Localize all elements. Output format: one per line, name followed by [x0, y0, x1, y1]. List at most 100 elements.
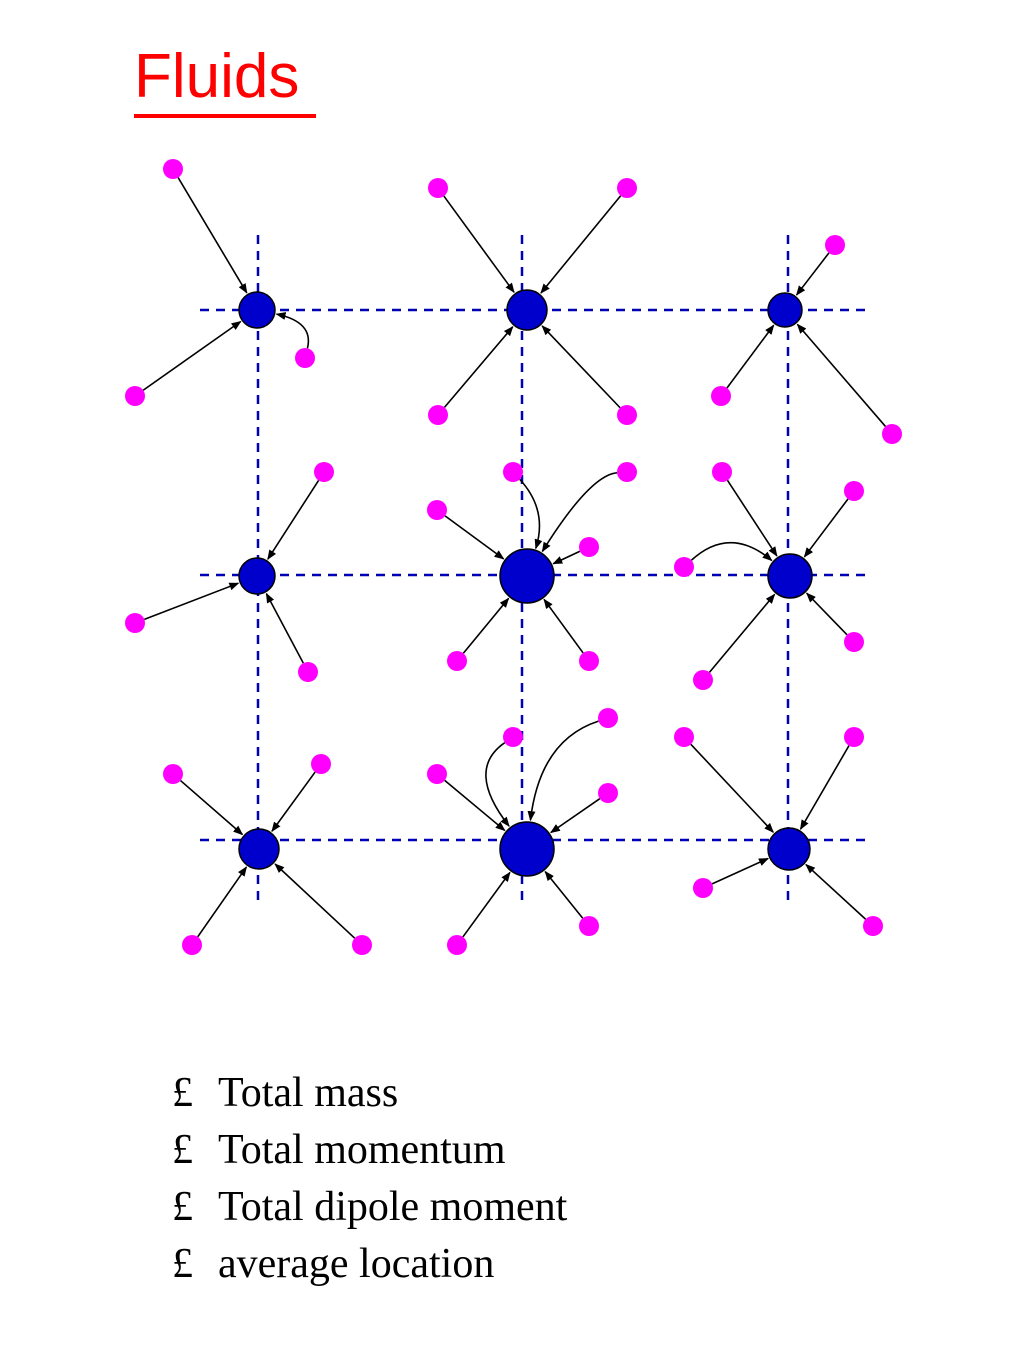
- arrow: [795, 252, 830, 296]
- bullet-label: Total momentum: [218, 1127, 506, 1173]
- title-underline: [134, 114, 316, 118]
- bullet-list: £ Total mass £ Total momentum £ Total dipol…: [172, 1070, 567, 1298]
- particle: [427, 500, 447, 520]
- particle: [598, 783, 618, 803]
- particle: [503, 462, 523, 482]
- arrow: [271, 771, 316, 833]
- arrow: [177, 177, 248, 294]
- particle: [447, 651, 467, 671]
- particle: [844, 632, 864, 652]
- bullet-item-total-momentum: £ Total momentum: [172, 1127, 567, 1184]
- arrow: [180, 779, 244, 836]
- curved-arrow: [541, 472, 618, 553]
- grid-node: [506, 289, 548, 331]
- arrow: [444, 779, 506, 832]
- particle: [311, 754, 331, 774]
- particle: [428, 178, 448, 198]
- arrow: [462, 871, 511, 938]
- particle: [598, 708, 618, 728]
- curved-arrow: [690, 541, 773, 562]
- arrow: [265, 592, 305, 664]
- particle: [617, 462, 637, 482]
- particle: [579, 537, 599, 557]
- arrow: [806, 592, 848, 636]
- arrow: [144, 582, 240, 621]
- arrow: [550, 798, 601, 834]
- grid-node: [238, 291, 276, 329]
- arrow: [796, 323, 887, 427]
- curved-arrow: [527, 720, 599, 822]
- particle: [844, 727, 864, 747]
- grid-node: [238, 828, 280, 870]
- bullet-label: Total mass: [218, 1070, 399, 1116]
- particle: [693, 878, 713, 898]
- curved-arrow: [519, 478, 543, 550]
- arrow: [541, 325, 621, 409]
- grid-node: [767, 827, 811, 871]
- particle: [298, 662, 318, 682]
- bullet-label: Total dipole moment: [218, 1184, 568, 1230]
- particle: [125, 613, 145, 633]
- arrow: [444, 515, 505, 560]
- grid-node: [499, 548, 555, 604]
- curved-arrow: [485, 742, 510, 827]
- bullet-item-average-location: £ average location: [172, 1241, 567, 1298]
- particle: [125, 386, 145, 406]
- arrow: [726, 479, 778, 557]
- bullet-item-total-dipole-moment: £ Total dipole moment: [172, 1184, 567, 1241]
- particle: [712, 462, 732, 482]
- particle: [579, 651, 599, 671]
- grid-node: [238, 557, 276, 595]
- particle: [503, 727, 523, 747]
- fluid-grid-diagram: [125, 159, 902, 955]
- grid-node: [499, 821, 555, 877]
- particle: [163, 764, 183, 784]
- arrow: [267, 479, 320, 561]
- particle: [617, 178, 637, 198]
- arrow: [726, 324, 775, 389]
- particle: [427, 764, 447, 784]
- arrow: [544, 870, 584, 919]
- particle: [428, 405, 448, 425]
- particle: [882, 424, 902, 444]
- particle: [711, 386, 731, 406]
- particle: [863, 916, 883, 936]
- grid-node: [767, 292, 803, 328]
- arrow: [708, 593, 776, 673]
- grid-node: [767, 553, 813, 599]
- arrow: [142, 320, 242, 391]
- curved-arrow: [275, 312, 310, 349]
- particle: [844, 481, 864, 501]
- particle: [182, 935, 202, 955]
- page-title: Fluids: [134, 42, 300, 111]
- arrow: [690, 743, 774, 833]
- arrow: [197, 866, 248, 938]
- arrow: [462, 597, 510, 654]
- particle: [617, 405, 637, 425]
- particle: [352, 935, 372, 955]
- bullet-symbol: £: [172, 1070, 193, 1116]
- bullet-label: average location: [218, 1241, 495, 1287]
- particle: [447, 935, 467, 955]
- arrow: [540, 195, 622, 294]
- particle: [579, 916, 599, 936]
- particle: [674, 727, 694, 747]
- bullet-symbol: £: [172, 1127, 193, 1173]
- particle: [693, 670, 713, 690]
- particle: [674, 557, 694, 577]
- bullet-symbol: £: [172, 1184, 193, 1230]
- bullet-symbol: £: [172, 1241, 193, 1287]
- arrow: [552, 550, 581, 565]
- arrow: [443, 195, 515, 294]
- arrow: [803, 498, 849, 558]
- arrow: [799, 745, 850, 830]
- arrow: [274, 863, 356, 939]
- bullet-item-total-mass: £ Total mass: [172, 1070, 567, 1127]
- particle: [314, 462, 334, 482]
- particle: [163, 159, 183, 179]
- particle: [295, 348, 315, 368]
- arrow: [443, 326, 514, 408]
- arrow: [543, 598, 584, 654]
- particle: [825, 235, 845, 255]
- arrow: [711, 857, 769, 885]
